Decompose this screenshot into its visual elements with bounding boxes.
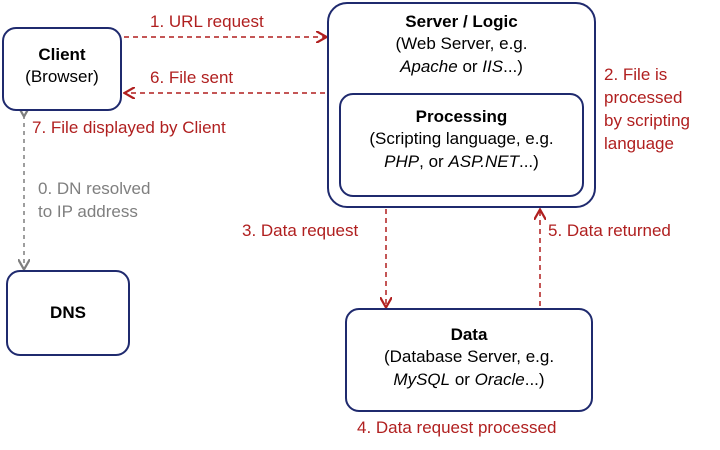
data-line2: MySQL or Oracle...) bbox=[393, 370, 545, 389]
processing-box: Processing (Scripting language, e.g. PHP… bbox=[339, 93, 584, 197]
processing-line1: (Scripting language, e.g. bbox=[369, 129, 554, 148]
processing-title: Processing bbox=[415, 107, 508, 126]
step2-label-line2: processed bbox=[604, 88, 683, 107]
step5-label: 5. Data returned bbox=[548, 221, 671, 240]
server-example-b: IIS bbox=[482, 57, 504, 76]
dns-title: DNS bbox=[50, 303, 86, 322]
step6-label: 6. File sent bbox=[150, 68, 234, 87]
step3-label: 3. Data request bbox=[242, 221, 359, 240]
data-box: Data (Database Server, e.g. MySQL or Ora… bbox=[345, 308, 593, 412]
step2-label-line3: by scripting bbox=[604, 111, 690, 130]
step2-label-line4: language bbox=[604, 134, 674, 153]
client-subtitle: (Browser) bbox=[25, 67, 99, 86]
processing-example-b: ASP.NET bbox=[448, 152, 519, 171]
data-line1: (Database Server, e.g. bbox=[383, 347, 555, 366]
data-example-b: Oracle bbox=[474, 370, 525, 389]
server-line1: (Web Server, e.g. bbox=[395, 34, 528, 53]
server-example-a: Apache bbox=[400, 57, 458, 76]
processing-example-a: PHP bbox=[384, 152, 420, 171]
server-line2: Apache or IIS...) bbox=[400, 57, 523, 76]
step0-label-line2: to IP address bbox=[38, 202, 138, 221]
client-box: Client (Browser) bbox=[2, 27, 122, 111]
step4-label: 4. Data request processed bbox=[357, 418, 557, 437]
server-title: Server / Logic bbox=[405, 12, 518, 31]
data-title: Data bbox=[450, 325, 488, 344]
step0-label-line1: 0. DN resolved bbox=[38, 179, 151, 198]
step1-label: 1. URL request bbox=[150, 12, 264, 31]
step7-label: 7. File displayed by Client bbox=[32, 118, 226, 137]
dns-box: DNS bbox=[6, 270, 130, 356]
step2-label-line1: 2. File is bbox=[604, 65, 668, 84]
processing-line2: PHP, or ASP.NET...) bbox=[384, 152, 539, 171]
data-example-a: MySQL bbox=[393, 370, 451, 389]
client-title: Client bbox=[38, 45, 86, 64]
